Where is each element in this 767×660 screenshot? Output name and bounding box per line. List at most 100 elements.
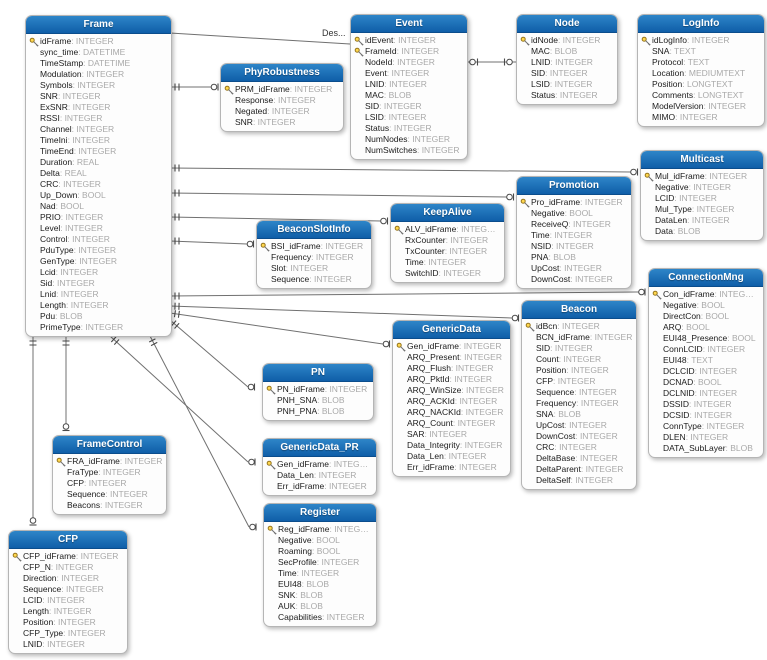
field-row[interactable]: Sequence: INTEGER [56,489,164,500]
field-row[interactable]: EUI48: TEXT [652,355,761,366]
field-row[interactable]: Nad: BOOL [29,201,169,212]
field-row[interactable]: Mul_Type: INTEGER [644,204,761,215]
field-row[interactable]: FraType: INTEGER [56,467,164,478]
field-row[interactable]: DownCost: INTEGER [520,274,629,285]
field-row[interactable]: Delta: REAL [29,168,169,179]
field-row[interactable]: UpCost: INTEGER [520,263,629,274]
field-row[interactable]: Sequence: INTEGER [260,274,369,285]
field-row[interactable]: Time: INTEGER [520,230,629,241]
field-row[interactable]: Gen_idFrame: INTEG… [266,459,374,470]
field-row[interactable]: PrimeType: INTEGER [29,322,169,333]
field-row[interactable]: Duration: REAL [29,157,169,168]
field-row[interactable]: sync_time: DATETIME [29,47,169,58]
field-row[interactable]: Response: INTEGER [224,95,341,106]
field-row[interactable]: ConnLCID: INTEGER [652,344,761,355]
field-row[interactable]: ARQ: BOOL [652,322,761,333]
field-row[interactable]: ARQ_Flush: INTEGER [396,363,508,374]
field-row[interactable]: PRM_idFrame: INTEGER [224,84,341,95]
field-row[interactable]: Length: INTEGER [29,300,169,311]
field-row[interactable]: PduType: INTEGER [29,245,169,256]
entity-title[interactable]: Frame [26,16,171,34]
field-row[interactable]: Pro_idFrame: INTEGER [520,197,629,208]
field-row[interactable]: TimeIni: INTEGER [29,135,169,146]
field-row[interactable]: TimeEnd: INTEGER [29,146,169,157]
field-row[interactable]: Location: MEDIUMTEXT [641,68,762,79]
field-row[interactable]: Sequence: INTEGER [525,387,634,398]
field-row[interactable]: Protocol: TEXT [641,57,762,68]
field-row[interactable]: ConnType: INTEGER [652,421,761,432]
field-row[interactable]: Up_Down: BOOL [29,190,169,201]
field-row[interactable]: Negative: INTEGER [644,182,761,193]
field-row[interactable]: Channel: INTEGER [29,124,169,135]
field-row[interactable]: Con_idFrame: INTEG… [652,289,761,300]
field-row[interactable]: Data_Len: INTEGER [266,470,374,481]
field-row[interactable]: DCLCID: INTEGER [652,366,761,377]
field-row[interactable]: ARQ_PktId: INTEGER [396,374,508,385]
field-row[interactable]: Event: INTEGER [354,68,465,79]
field-row[interactable]: Level: INTEGER [29,223,169,234]
entity-title[interactable]: Node [517,15,617,33]
field-row[interactable]: Status: INTEGER [354,123,465,134]
field-row[interactable]: ARQ_WinSize: INTEGER [396,385,508,396]
field-row[interactable]: Length: INTEGER [12,606,125,617]
field-row[interactable]: CFP_Type: INTEGER [12,628,125,639]
field-row[interactable]: Beacons: INTEGER [56,500,164,511]
field-row[interactable]: Pdu: BLOB [29,311,169,322]
entity-title[interactable]: Multicast [641,151,763,169]
field-row[interactable]: Position: LONGTEXT [641,79,762,90]
field-row[interactable]: DataLen: INTEGER [644,215,761,226]
field-row[interactable]: SNA: BLOB [525,409,634,420]
field-row[interactable]: DATA_SubLayer: BLOB [652,443,761,454]
field-row[interactable]: CFP: INTEGER [525,376,634,387]
field-row[interactable]: ARQ_Present: INTEGER [396,352,508,363]
field-row[interactable]: SID: INTEGER [525,343,634,354]
field-row[interactable]: TimeStamp: DATETIME [29,58,169,69]
field-row[interactable]: DCSID: INTEGER [652,410,761,421]
field-row[interactable]: MAC: BLOB [354,90,465,101]
field-row[interactable]: idLogInfo: INTEGER [641,35,762,46]
field-row[interactable]: CRC: INTEGER [29,179,169,190]
field-row[interactable]: Negated: INTEGER [224,106,341,117]
field-row[interactable]: BSI_idFrame: INTEGER [260,241,369,252]
field-row[interactable]: SID: INTEGER [354,101,465,112]
field-row[interactable]: DeltaSelf: INTEGER [525,475,634,486]
entity-title[interactable]: LogInfo [638,15,764,33]
field-row[interactable]: NSID: INTEGER [520,241,629,252]
entity-title[interactable]: BeaconSlotInfo [257,221,371,239]
field-row[interactable]: Lcid: INTEGER [29,267,169,278]
field-row[interactable]: Negative: BOOL [520,208,629,219]
field-row[interactable]: FrameId: INTEGER [354,46,465,57]
field-row[interactable]: DeltaBase: INTEGER [525,453,634,464]
field-row[interactable]: LNID: INTEGER [354,79,465,90]
field-row[interactable]: Frequency: INTEGER [260,252,369,263]
field-row[interactable]: Position: INTEGER [525,365,634,376]
field-row[interactable]: CFP_N: INTEGER [12,562,125,573]
field-row[interactable]: SNR: INTEGER [29,91,169,102]
field-row[interactable]: LNID: INTEGER [12,639,125,650]
field-row[interactable]: Data_Integrity: INTEGER [396,440,508,451]
field-row[interactable]: SNK: BLOB [267,590,374,601]
field-row[interactable]: Data_Len: INTEGER [396,451,508,462]
field-row[interactable]: Lnid: INTEGER [29,289,169,300]
field-row[interactable]: CRC: INTEGER [525,442,634,453]
field-row[interactable]: Frequency: INTEGER [525,398,634,409]
field-row[interactable]: ARQ_ACKId: INTEGER [396,396,508,407]
field-row[interactable]: idNode: INTEGER [520,35,615,46]
field-row[interactable]: CFP: INTEGER [56,478,164,489]
field-row[interactable]: PNA: BLOB [520,252,629,263]
field-row[interactable]: Mul_idFrame: INTEGER [644,171,761,182]
entity-title[interactable]: Event [351,15,467,33]
field-row[interactable]: SAR: INTEGER [396,429,508,440]
field-row[interactable]: Capabilities: INTEGER [267,612,374,623]
